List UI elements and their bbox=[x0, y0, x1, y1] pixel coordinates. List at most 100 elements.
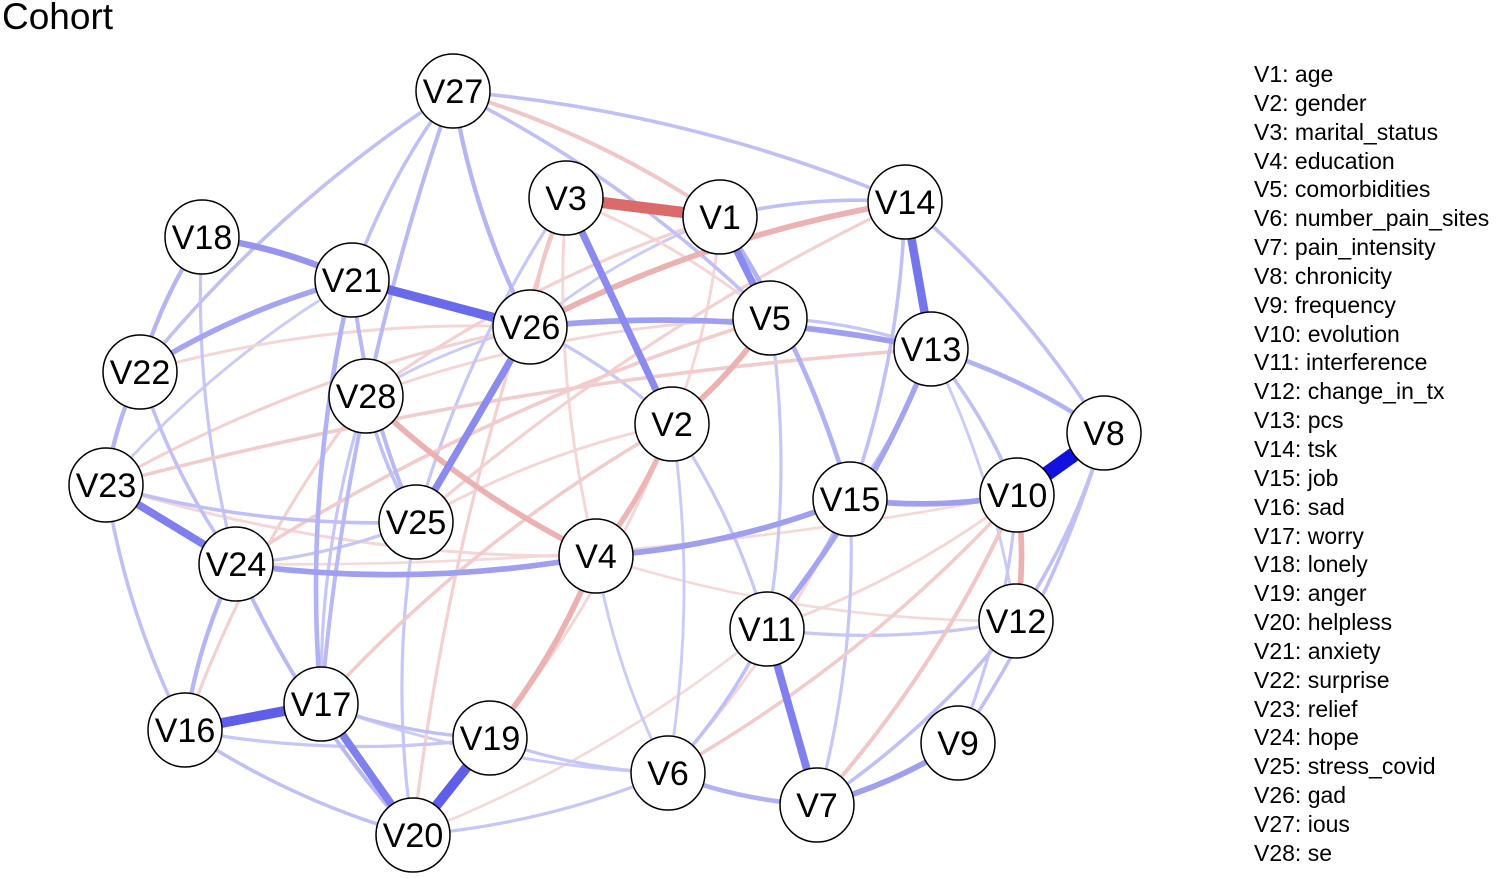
node-circle bbox=[1066, 395, 1142, 471]
node-v25: V25 bbox=[378, 484, 454, 560]
node-label: V21 bbox=[322, 262, 383, 300]
node-v17: V17 bbox=[283, 666, 359, 742]
node-label: V23 bbox=[76, 467, 137, 505]
node-circle bbox=[198, 526, 274, 602]
legend-item: V1: age bbox=[1254, 61, 1334, 87]
node-v22: V22 bbox=[102, 334, 178, 410]
edge-v17-v2 bbox=[319, 422, 674, 706]
legend-item: V26: gad bbox=[1254, 782, 1347, 809]
node-v28: V28 bbox=[328, 358, 404, 434]
node-label: V7 bbox=[796, 787, 838, 825]
node-circle bbox=[452, 700, 528, 776]
node-label: V5 bbox=[749, 300, 791, 338]
edge-v25-v20 bbox=[400, 520, 418, 837]
node-circle bbox=[314, 242, 390, 318]
node-v3: V3 bbox=[528, 160, 604, 236]
node-label: V16 bbox=[155, 712, 216, 750]
legend-item: V25: stress_covid bbox=[1254, 753, 1436, 780]
node-label: V11 bbox=[738, 611, 796, 649]
node-circle bbox=[328, 358, 404, 434]
node-v14: V14 bbox=[867, 164, 943, 240]
legend-item: V8: chronicity bbox=[1254, 262, 1393, 289]
edge-v27-v5 bbox=[451, 89, 772, 320]
legend-item: V15: job bbox=[1254, 464, 1339, 491]
node-v6: V6 bbox=[630, 735, 706, 811]
edge-v18-v24 bbox=[198, 235, 238, 566]
edge-v16-v19 bbox=[183, 728, 492, 749]
edge-v3-v25 bbox=[414, 196, 568, 524]
legend-item: V22: surprise bbox=[1254, 666, 1390, 693]
node-circle bbox=[920, 705, 996, 781]
edge-v24-v4 bbox=[233, 553, 599, 578]
legend-item: V13: pcs bbox=[1254, 407, 1344, 434]
edge-v26-v13 bbox=[527, 317, 934, 352]
legend-item: V18: lonely bbox=[1254, 551, 1368, 578]
node-label: V3 bbox=[545, 180, 587, 218]
node-circle bbox=[893, 311, 969, 387]
legend-item: V7: pain_intensity bbox=[1254, 234, 1436, 261]
legend-item: V10: evolution bbox=[1254, 320, 1400, 347]
edge-v23-v25 bbox=[104, 483, 418, 525]
node-v24: V24 bbox=[198, 526, 274, 602]
node-circle bbox=[147, 692, 223, 768]
node-circle bbox=[68, 447, 144, 523]
node-v23: V23 bbox=[68, 447, 144, 523]
legend-item: V21: anxiety bbox=[1254, 637, 1381, 664]
edge-v4-v12 bbox=[594, 554, 1018, 623]
node-label: V17 bbox=[291, 686, 352, 724]
edge-v8-v9 bbox=[956, 431, 1106, 745]
legend-item: V23: relief bbox=[1254, 695, 1358, 722]
node-circle bbox=[978, 583, 1054, 659]
node-v4: V4 bbox=[558, 518, 634, 594]
node-v16: V16 bbox=[147, 692, 223, 768]
node-label: V26 bbox=[500, 309, 561, 347]
node-v11: V11 bbox=[729, 591, 805, 667]
node-label: V1 bbox=[699, 199, 741, 237]
node-v15: V15 bbox=[812, 461, 888, 537]
node-circle bbox=[779, 767, 855, 843]
node-label: V13 bbox=[901, 331, 962, 369]
node-circle bbox=[415, 53, 491, 129]
legend-item: V14: tsk bbox=[1254, 435, 1338, 462]
node-v12: V12 bbox=[978, 583, 1054, 659]
node-circle bbox=[979, 457, 1055, 533]
node-label: V20 bbox=[383, 817, 444, 855]
node-v8: V8 bbox=[1066, 395, 1142, 471]
legend-item: V20: helpless bbox=[1254, 609, 1393, 636]
node-label: V14 bbox=[875, 184, 936, 222]
node-circle bbox=[558, 518, 634, 594]
node-label: V12 bbox=[986, 603, 1047, 641]
edge-v27-v14 bbox=[451, 89, 907, 204]
edge-v23-v4 bbox=[104, 483, 598, 558]
node-v21: V21 bbox=[314, 242, 390, 318]
node-v19: V19 bbox=[452, 700, 528, 776]
node-circle bbox=[378, 484, 454, 560]
legend-item: V17: worry bbox=[1254, 522, 1364, 549]
node-v13: V13 bbox=[893, 311, 969, 387]
node-circle bbox=[867, 164, 943, 240]
node-v9: V9 bbox=[920, 705, 996, 781]
edge-v14-v15 bbox=[848, 200, 907, 501]
edge-v27-v22 bbox=[138, 89, 455, 374]
node-label: V19 bbox=[460, 720, 521, 758]
legend-item: V28: se bbox=[1254, 839, 1332, 866]
legend-item: V19: anger bbox=[1254, 580, 1367, 607]
legend-item: V6: number_pain_sites bbox=[1254, 205, 1490, 232]
edge-v23-v13 bbox=[104, 347, 933, 487]
legend-item: V11: interference bbox=[1254, 349, 1428, 376]
node-v18: V18 bbox=[164, 199, 240, 275]
node-v5: V5 bbox=[732, 280, 808, 356]
node-label: V4 bbox=[575, 538, 617, 576]
node-v1: V1 bbox=[682, 179, 758, 255]
node-circle bbox=[375, 797, 451, 873]
node-label: V24 bbox=[206, 546, 267, 584]
node-circle bbox=[630, 735, 706, 811]
node-circle bbox=[528, 160, 604, 236]
node-circle bbox=[732, 280, 808, 356]
edge-v7-v10 bbox=[815, 493, 1019, 807]
node-label: V15 bbox=[820, 481, 881, 519]
node-v2: V2 bbox=[634, 386, 710, 462]
